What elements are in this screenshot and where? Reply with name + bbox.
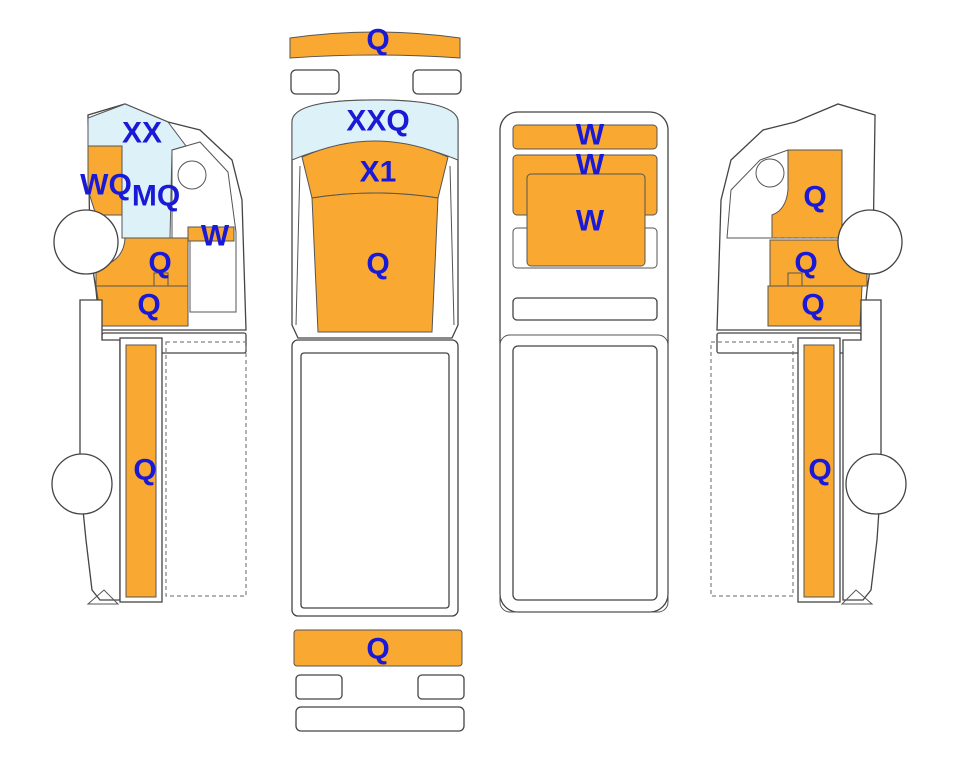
rear-cargo-door-inner xyxy=(499,334,669,613)
windshield-code: XXQ xyxy=(346,105,409,138)
left-cargo-dashed xyxy=(165,341,247,597)
right-lower-door-code: Q xyxy=(794,247,817,280)
left-pillar-area[interactable] xyxy=(87,145,123,216)
rear-door-area[interactable] xyxy=(526,173,646,267)
left-rear-step xyxy=(86,589,120,605)
rear-cargo-door xyxy=(512,345,658,601)
rear-view: W W W xyxy=(499,111,669,613)
front-top-view: Q XXQ X1 Q Q xyxy=(289,24,465,732)
rear-lower-strip xyxy=(512,297,658,321)
hood-code: Q xyxy=(366,248,389,281)
left-rear-body-outline xyxy=(79,299,121,601)
left-side-panel-area[interactable] xyxy=(125,344,157,598)
rear-light-left xyxy=(295,674,343,700)
right-mirror-circle xyxy=(755,158,785,188)
front-bumper-code: Q xyxy=(366,24,389,57)
right-front-wheel xyxy=(837,209,903,275)
cargo-body-inner xyxy=(300,352,450,609)
rear-bumper-code: Q xyxy=(366,633,389,666)
right-sill-front-code: Q xyxy=(801,289,824,322)
rear-bumper-area[interactable] xyxy=(293,629,463,667)
cab-side-left xyxy=(295,165,301,326)
left-pillar-code: WQ xyxy=(80,169,132,202)
right-side-panel-area[interactable] xyxy=(803,344,835,598)
rear-upper-area[interactable] xyxy=(512,124,658,150)
rear-mid-code: W xyxy=(576,149,605,182)
front-light-right xyxy=(412,69,462,95)
rear-upper-code: W xyxy=(576,119,605,152)
rear-step-bar xyxy=(295,706,465,732)
left-rear-wheel xyxy=(51,453,113,515)
rear-light-right xyxy=(417,674,465,700)
left-mirror-circle xyxy=(177,160,207,190)
left-side-panel-code: Q xyxy=(133,454,156,487)
cab-side-right xyxy=(449,165,455,326)
right-rear-wheel xyxy=(845,453,907,515)
left-mirror-code: W xyxy=(201,220,230,253)
right-cargo-dashed xyxy=(710,341,794,597)
front-light-left xyxy=(290,69,340,95)
right-sill-front-area[interactable] xyxy=(767,285,863,327)
left-side-view: XX WQ MQ W Q Q Q xyxy=(51,103,247,605)
left-lower-door-code: Q xyxy=(148,247,171,280)
hood-area[interactable] xyxy=(311,192,439,333)
right-upper-door-code: Q xyxy=(803,181,826,214)
right-side-view: Q Q Q Q xyxy=(710,103,907,605)
right-side-panel-code: Q xyxy=(808,454,831,487)
roof-front-code: X1 xyxy=(360,156,397,189)
right-rear-body-outline xyxy=(842,299,882,601)
left-door-glass-code: MQ xyxy=(132,180,180,213)
left-front-wheel xyxy=(53,209,119,275)
right-rear-step xyxy=(840,589,874,605)
front-bumper-area[interactable] xyxy=(289,31,461,59)
left-window-code: XX xyxy=(122,117,162,150)
rear-door-code: W xyxy=(576,205,605,238)
left-sill-front-code: Q xyxy=(137,289,160,322)
left-mirror-area[interactable] xyxy=(187,226,235,242)
